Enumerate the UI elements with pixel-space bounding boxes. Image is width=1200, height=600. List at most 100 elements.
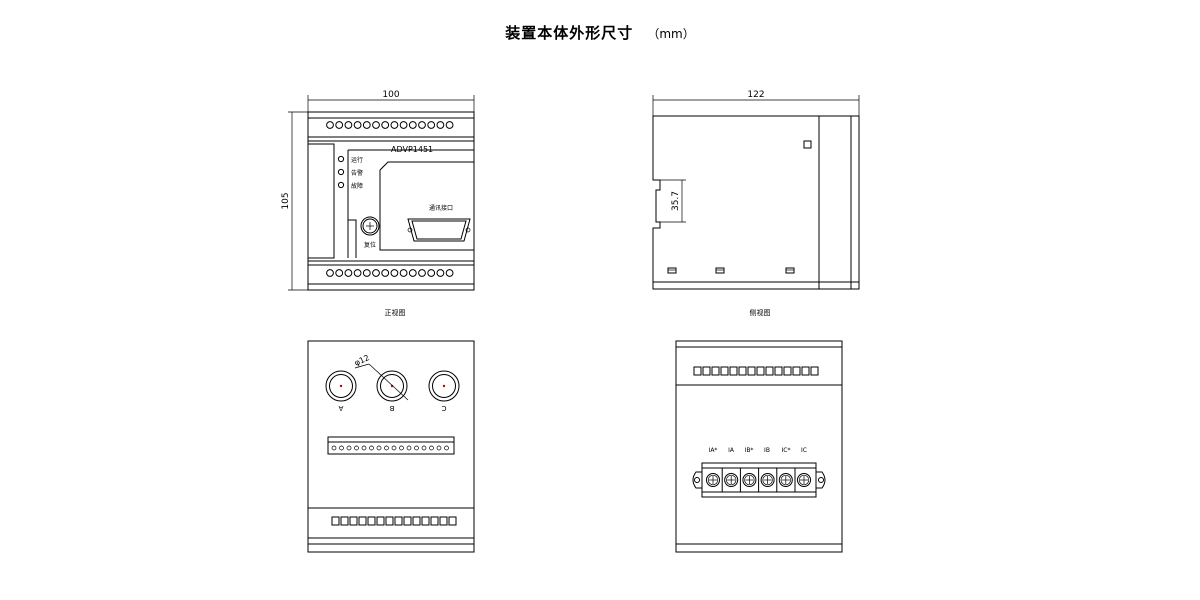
terminal-screw-icon	[381, 269, 390, 277]
terminal-slot-icon	[747, 366, 756, 376]
terminal-block-icon	[692, 462, 826, 498]
front-caption: 正视图	[385, 308, 406, 317]
connector-pin-icon	[346, 445, 352, 451]
terminal-slot-icon	[792, 366, 801, 376]
terminal-slot-icon	[394, 516, 403, 526]
terminal-screw-icon	[778, 473, 793, 487]
led-label-run: 运行	[351, 156, 363, 164]
terminal-label-ia: IA	[728, 447, 735, 454]
front-view: 100 105 ADVP1451 运行 告警 故障	[281, 90, 475, 317]
terminal-screw-icon	[418, 121, 426, 129]
connector-pin-icon	[376, 445, 382, 451]
bottom-connector	[327, 436, 455, 455]
terminal-screw-icon	[353, 121, 362, 129]
terminal-screw-icon	[436, 269, 445, 277]
terminal-screw-icon	[381, 121, 390, 129]
front-model: ADVP1451	[391, 145, 433, 154]
terminal-slot-icon	[385, 516, 394, 526]
terminal-slot-icon	[756, 366, 765, 376]
terminal-screw-icon	[427, 269, 436, 277]
db9-port-icon	[407, 218, 471, 242]
terminal-screw-icon	[353, 269, 362, 277]
connector-pin-icon	[414, 445, 419, 451]
terminal-slot-icon	[340, 516, 349, 526]
terminal-label-ia-star: IA*	[709, 447, 718, 454]
side-caption: 侧视图	[750, 308, 771, 317]
terminal-screw-icon	[390, 121, 399, 129]
terminal-screw-icon	[344, 269, 353, 277]
bottom-terminal-row	[331, 516, 457, 526]
connector-pin-icon	[399, 445, 404, 451]
back-view: IA* IA IB* IB IC* IC	[675, 340, 843, 553]
terminal-slot-icon	[358, 516, 367, 526]
terminal-screw-icon	[445, 269, 454, 277]
terminal-screw-icon	[362, 269, 371, 277]
terminal-slot-icon	[765, 366, 774, 376]
terminal-label-ic: IC	[801, 447, 807, 454]
terminal-slot-icon	[720, 366, 729, 376]
terminal-screw-icon	[362, 121, 371, 129]
terminal-screw-icon	[399, 269, 408, 277]
connector-pin-icon	[361, 445, 367, 451]
front-outline	[307, 111, 475, 291]
terminal-screw-icon	[724, 473, 739, 487]
terminal-screw-icon	[408, 269, 417, 277]
terminal-slot-icon	[702, 366, 711, 376]
hole-label-c: C	[441, 404, 446, 412]
terminal-screw-icon	[436, 121, 445, 129]
back-outline	[675, 340, 843, 553]
back-terminal-row	[693, 366, 819, 376]
terminal-slot-icon	[810, 366, 819, 376]
led-fault-icon	[337, 181, 345, 189]
terminal-slot-icon	[412, 516, 421, 526]
terminal-screw-icon	[706, 473, 720, 487]
led-label-fault: 故障	[351, 182, 363, 190]
connector-pin-icon	[354, 445, 359, 451]
led-label-alarm: 告警	[351, 169, 363, 177]
terminal-slot-icon	[421, 516, 430, 526]
connector-pin-icon	[339, 445, 344, 451]
terminal-screw-icon	[390, 269, 399, 277]
title-unit: （mm）	[647, 27, 695, 41]
connector-pin-icon	[421, 445, 427, 451]
title-text: 装置本体外形尺寸	[505, 24, 634, 42]
hole-b-icon	[376, 370, 408, 402]
terminal-slot-icon	[774, 366, 783, 376]
terminal-slot-icon	[448, 516, 457, 526]
reset-label: 复位	[364, 241, 376, 249]
bottom-outline	[307, 340, 475, 553]
hole-c-icon	[428, 370, 460, 402]
connector-pin-icon	[384, 445, 389, 451]
terminal-screw-icon	[326, 269, 334, 277]
terminal-screw-icon	[742, 473, 757, 487]
bottom-view: φ12 A B C	[307, 340, 475, 553]
terminal-slot-icon	[783, 366, 792, 376]
terminal-label-ib: IB	[764, 447, 770, 454]
led-run-icon	[337, 155, 345, 163]
terminal-screw-icon	[797, 473, 811, 487]
front-width-dim: 100	[382, 90, 399, 100]
page-title: 装置本体外形尺寸 （mm）	[0, 22, 1200, 43]
terminal-slot-icon	[430, 516, 439, 526]
side-view: 122 35.7 侧视图	[652, 90, 860, 317]
terminal-label-ib-star: IB*	[745, 447, 754, 454]
side-width-dim: 122	[747, 90, 764, 100]
terminal-screw-icon	[427, 121, 436, 129]
terminal-screw-icon	[335, 269, 344, 277]
terminal-slot-icon	[801, 366, 810, 376]
terminal-slot-icon	[331, 516, 340, 526]
comm-label: 通讯接口	[429, 204, 453, 212]
connector-pin-icon	[391, 445, 397, 451]
front-height-dim: 105	[281, 192, 291, 209]
front-top-terminals	[326, 121, 454, 129]
connector-pin-icon	[436, 445, 442, 451]
terminal-slot-icon	[403, 516, 412, 526]
terminal-slot-icon	[376, 516, 385, 526]
led-alarm-icon	[337, 168, 345, 176]
terminal-screw-icon	[408, 121, 417, 129]
terminal-slot-icon	[711, 366, 720, 376]
hole-label-a: A	[338, 404, 343, 412]
terminal-screw-icon	[326, 121, 334, 129]
terminal-slot-icon	[367, 516, 376, 526]
terminal-screw-icon	[445, 121, 454, 129]
